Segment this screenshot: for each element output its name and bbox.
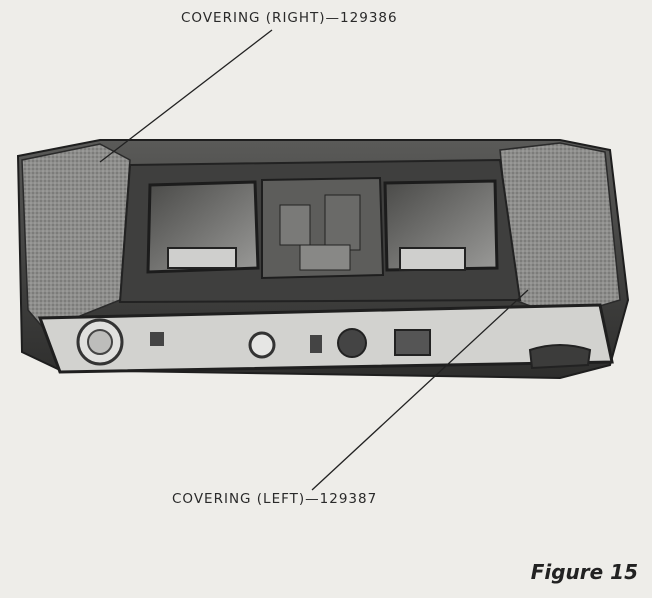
figure-caption: Figure 15	[530, 560, 638, 584]
right-window	[399, 247, 466, 271]
dial	[337, 328, 367, 358]
knob	[248, 331, 276, 359]
wheel	[528, 344, 592, 370]
covering-right-label: COVERING (RIGHT)—129386	[181, 10, 398, 26]
covering-left-panel	[21, 143, 131, 331]
covering-left-label: COVERING (LEFT)—129387	[172, 491, 378, 507]
leader-line-right	[99, 29, 273, 163]
leader-line-left	[311, 289, 529, 491]
left-window	[167, 247, 237, 269]
front-plate	[37, 303, 614, 374]
